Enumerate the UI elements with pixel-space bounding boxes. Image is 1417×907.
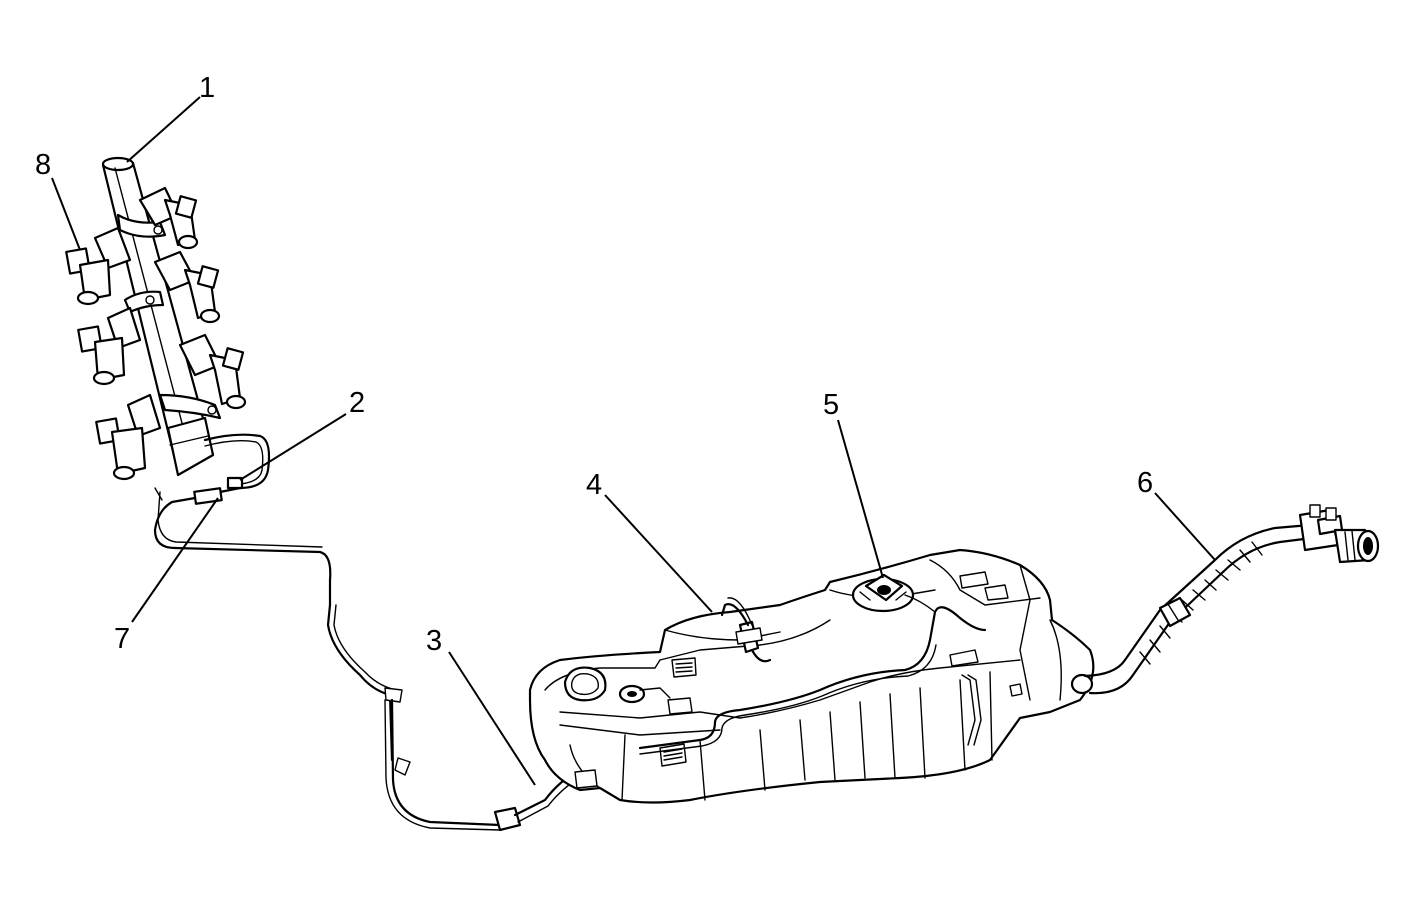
fuel-feed-line bbox=[153, 433, 642, 832]
leader-7 bbox=[131, 497, 219, 623]
callout-3: 3 bbox=[426, 625, 442, 657]
leader-6 bbox=[1154, 492, 1216, 561]
fuel-rail bbox=[101, 156, 222, 477]
leader-5 bbox=[837, 419, 884, 579]
injectors-right bbox=[138, 186, 247, 410]
callout-numbers: 1 2 3 4 5 6 7 8 bbox=[35, 72, 1153, 657]
callout-6: 6 bbox=[1137, 467, 1153, 499]
callout-2: 2 bbox=[349, 387, 365, 419]
leader-2 bbox=[239, 413, 347, 481]
callout-7: 7 bbox=[114, 623, 130, 655]
callout-5: 5 bbox=[823, 389, 839, 421]
fuel-filler-hose bbox=[1083, 504, 1380, 695]
fuel-tank bbox=[528, 548, 1095, 804]
leader-8 bbox=[51, 177, 81, 251]
callout-1: 1 bbox=[199, 72, 215, 104]
callout-leaders bbox=[51, 96, 1216, 786]
injectors-left bbox=[65, 226, 162, 481]
leader-1 bbox=[126, 96, 201, 163]
leader-3 bbox=[448, 651, 536, 786]
callout-4: 4 bbox=[586, 469, 602, 501]
callout-8: 8 bbox=[35, 149, 51, 181]
leader-4 bbox=[604, 494, 713, 613]
